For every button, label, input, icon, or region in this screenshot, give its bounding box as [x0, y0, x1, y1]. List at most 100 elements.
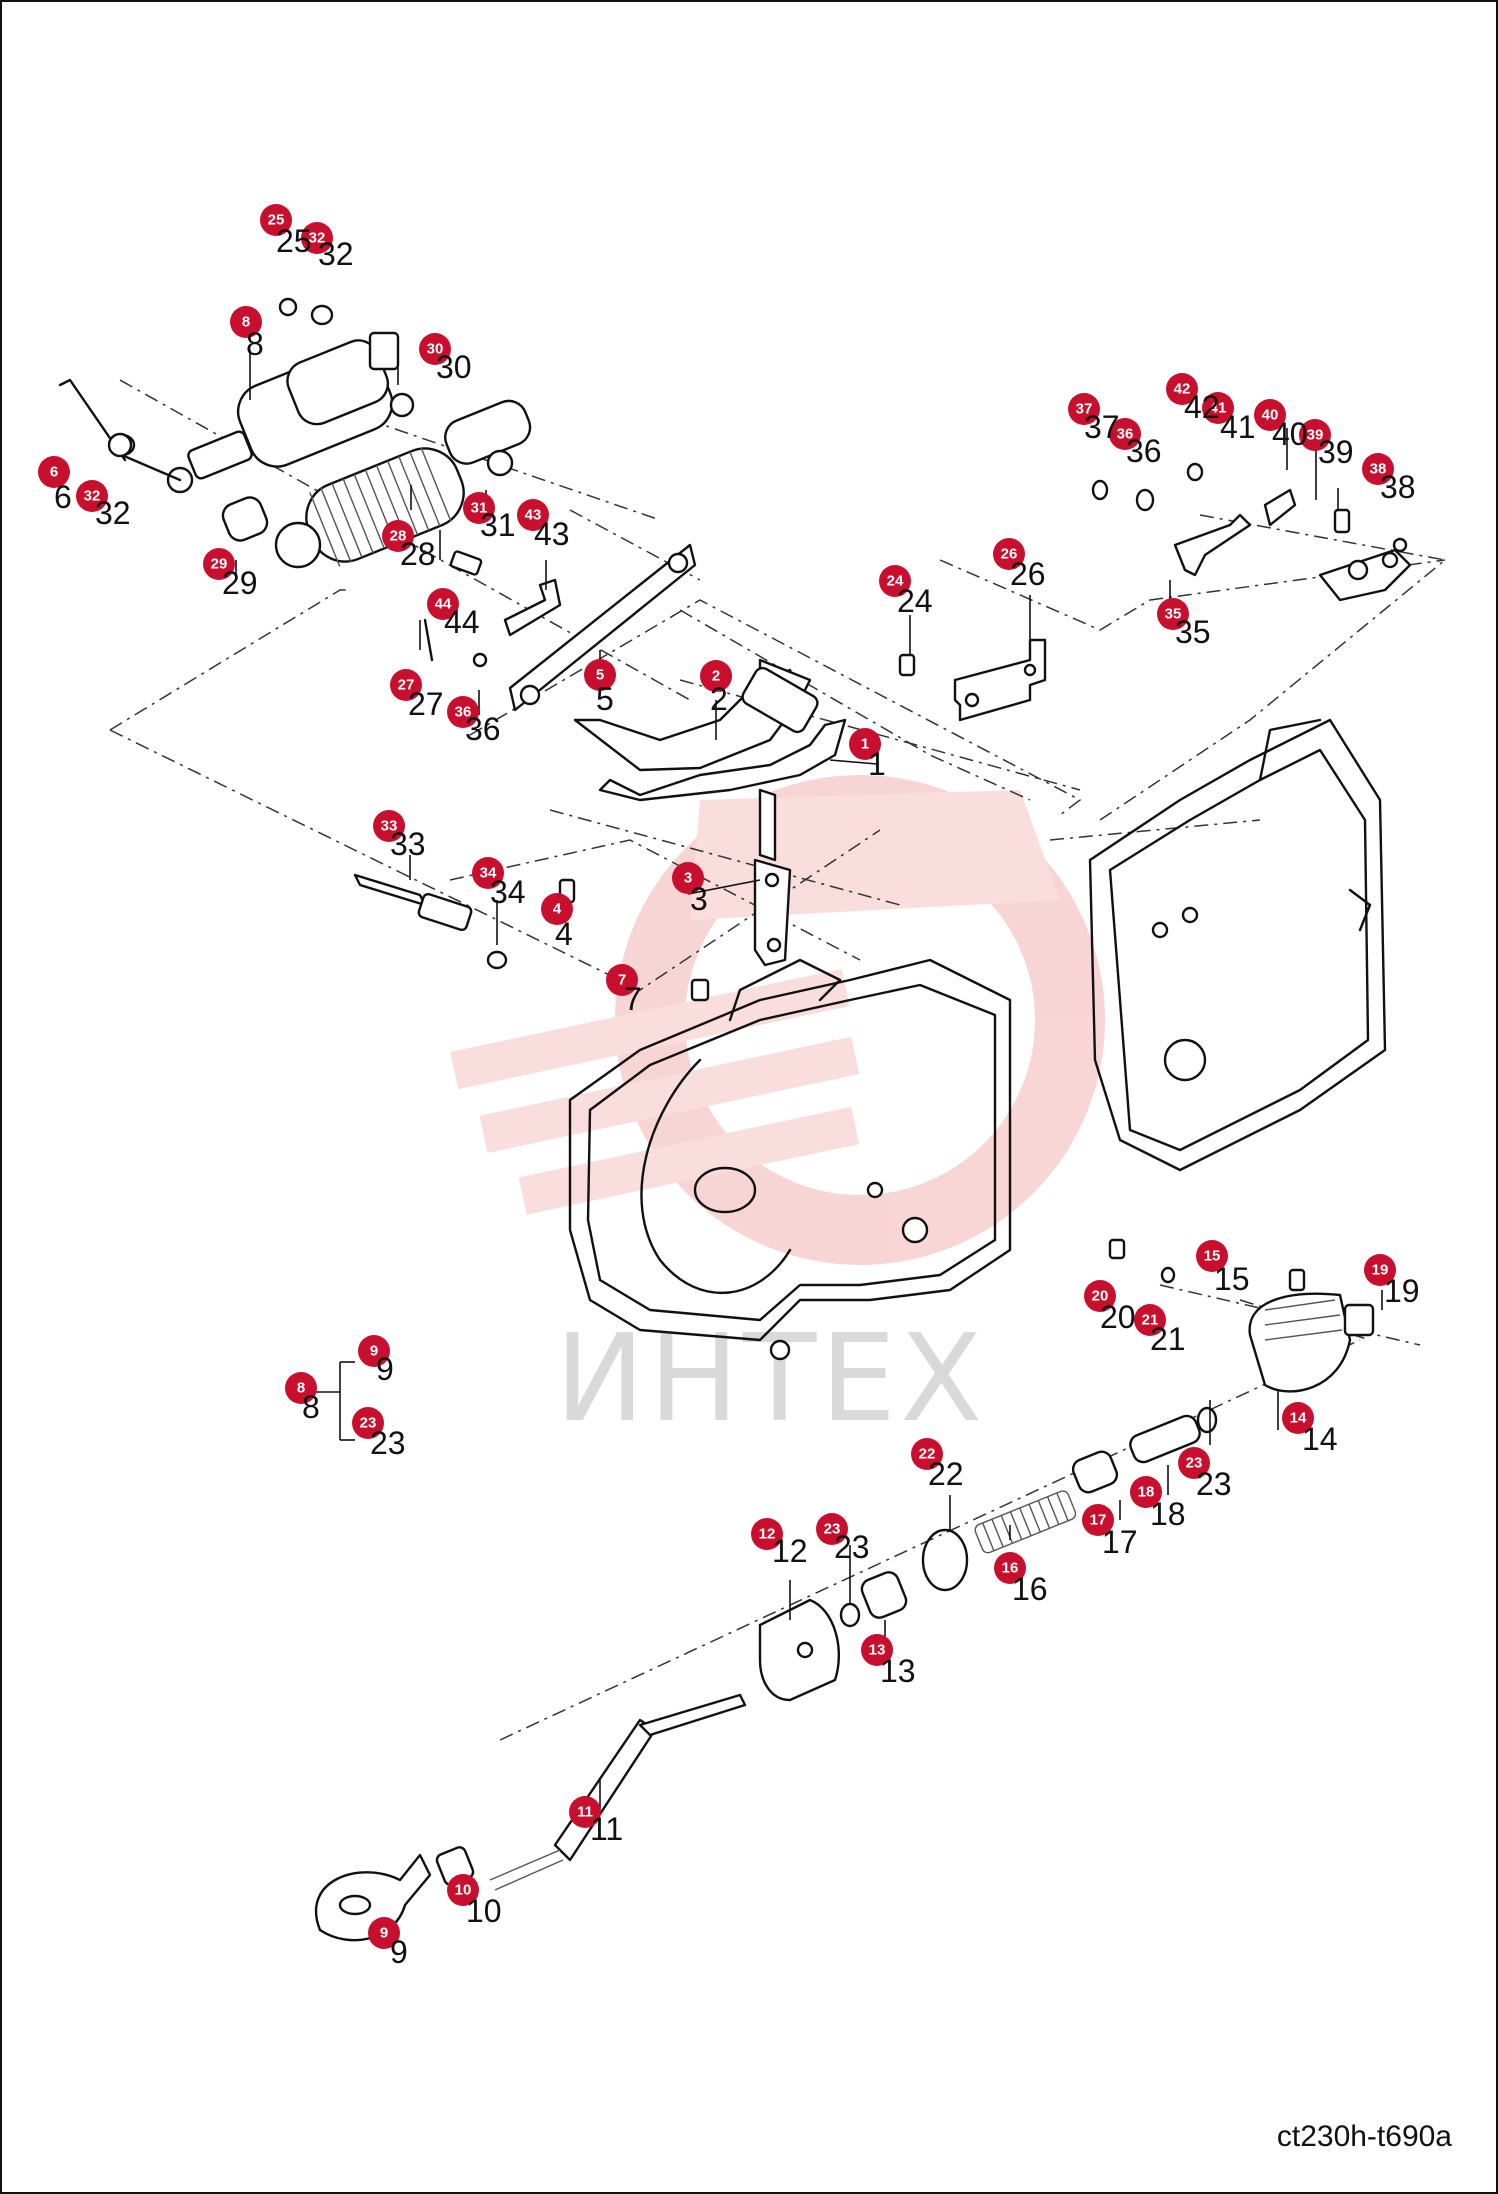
callout-31[interactable]: 31	[463, 492, 495, 524]
callout-8-top[interactable]: 8	[230, 306, 262, 338]
label-21: 21	[1150, 1321, 1186, 1357]
label-23-right: 23	[1196, 1466, 1232, 1502]
svg-text:9: 9	[380, 1925, 388, 1942]
label-13: 13	[880, 1653, 916, 1689]
release-assembly	[314, 1238, 1375, 1942]
callout-28[interactable]: 28	[382, 520, 414, 552]
label-29: 29	[222, 565, 258, 601]
svg-text:16: 16	[1002, 1560, 1019, 1577]
callout-22[interactable]: 22	[911, 1438, 943, 1470]
callout-39[interactable]: 39	[1299, 419, 1331, 451]
svg-text:1: 1	[861, 736, 869, 753]
svg-text:12: 12	[759, 1526, 776, 1543]
svg-text:35: 35	[1165, 606, 1182, 623]
svg-text:25: 25	[268, 212, 285, 229]
callout-32-left[interactable]: 32	[76, 480, 108, 512]
callout-17[interactable]: 17	[1082, 1504, 1114, 1536]
callout-43[interactable]: 43	[517, 499, 549, 531]
label-41: 41	[1220, 409, 1256, 445]
callout-24[interactable]: 24	[879, 565, 911, 597]
callout-40[interactable]: 40	[1254, 399, 1286, 431]
label-32-top: 32	[318, 236, 354, 272]
bracket-26	[898, 638, 1047, 722]
svg-text:4: 4	[553, 901, 562, 918]
label-23-mid: 23	[834, 1529, 870, 1565]
callout-35[interactable]: 35	[1157, 598, 1189, 630]
callout-25[interactable]: 25	[260, 204, 292, 236]
callout-21[interactable]: 21	[1134, 1304, 1166, 1336]
callout-26[interactable]: 26	[993, 538, 1025, 570]
callout-23-right[interactable]: 23	[1178, 1447, 1210, 1479]
svg-text:27: 27	[398, 677, 415, 694]
callout-16[interactable]: 16	[994, 1552, 1026, 1584]
svg-text:6: 6	[50, 464, 58, 481]
callout-41[interactable]: 41	[1202, 392, 1234, 424]
callout-4[interactable]: 4	[541, 893, 573, 925]
label-35: 35	[1175, 614, 1211, 650]
callout-7[interactable]: 7	[606, 964, 638, 996]
callout-32-top[interactable]: 32	[301, 222, 333, 254]
svg-text:28: 28	[390, 528, 407, 545]
callout-36-right[interactable]: 36	[1109, 418, 1141, 450]
bracket-35	[1091, 462, 1412, 602]
callout-11[interactable]: 11	[569, 1796, 601, 1828]
svg-text:10: 10	[455, 1882, 472, 1899]
svg-text:5: 5	[596, 667, 604, 684]
label-32-left: 32	[95, 495, 131, 531]
svg-text:32: 32	[84, 488, 101, 505]
label-37: 37	[1084, 409, 1120, 445]
callout-23-mid[interactable]: 23	[816, 1513, 848, 1545]
watermark-text: ИНТЕХ	[555, 1310, 986, 1449]
callouts: 1 2 3 4 5 6 7 8 8 9 9 10 11 12 13 14 15 …	[38, 204, 1396, 1949]
rod-33	[353, 873, 508, 970]
callout-38[interactable]: 38	[1362, 453, 1394, 485]
label-27: 27	[408, 686, 444, 722]
callout-6[interactable]: 6	[38, 456, 70, 488]
callout-18[interactable]: 18	[1130, 1476, 1162, 1508]
callout-44[interactable]: 44	[427, 588, 459, 620]
callout-23-group[interactable]: 23	[352, 1407, 384, 1439]
callout-29[interactable]: 29	[203, 548, 235, 580]
label-1: 1	[868, 746, 886, 782]
label-25: 25	[276, 223, 312, 259]
callout-34[interactable]: 34	[472, 857, 504, 889]
callout-9-group[interactable]: 9	[358, 1335, 390, 1367]
svg-text:36: 36	[455, 704, 472, 721]
label-9-group: 9	[376, 1351, 394, 1387]
callout-33[interactable]: 33	[373, 810, 405, 842]
svg-text:2: 2	[712, 668, 720, 685]
label-9: 9	[390, 1934, 408, 1970]
callout-8-group[interactable]: 8	[285, 1372, 317, 1404]
callout-3[interactable]: 3	[672, 862, 704, 894]
label-2: 2	[710, 681, 728, 717]
label-7: 7	[624, 981, 642, 1017]
label-36-right: 36	[1126, 433, 1162, 469]
transmission-housing-front	[568, 958, 1012, 1361]
callout-15[interactable]: 15	[1196, 1240, 1228, 1272]
callout-27[interactable]: 27	[390, 669, 422, 701]
label-40: 40	[1272, 416, 1308, 452]
label-14: 14	[1302, 1421, 1338, 1457]
callout-12[interactable]: 12	[751, 1518, 783, 1550]
svg-text:40: 40	[1262, 407, 1279, 424]
callout-37[interactable]: 37	[1068, 393, 1100, 425]
label-38: 38	[1380, 469, 1416, 505]
callout-42[interactable]: 42	[1166, 373, 1198, 405]
label-6: 6	[54, 479, 72, 515]
callout-9[interactable]: 9	[368, 1917, 400, 1949]
callout-5[interactable]: 5	[584, 659, 616, 691]
label-23-group: 23	[370, 1425, 406, 1461]
callout-2[interactable]: 2	[700, 660, 732, 692]
callout-30[interactable]: 30	[419, 333, 451, 365]
callout-1[interactable]: 1	[849, 728, 881, 760]
callout-10[interactable]: 10	[447, 1874, 479, 1906]
label-42: 42	[1184, 389, 1220, 425]
svg-text:15: 15	[1204, 1248, 1221, 1265]
callout-36-left[interactable]: 36	[447, 696, 479, 728]
label-44: 44	[444, 604, 480, 640]
callout-14[interactable]: 14	[1282, 1402, 1314, 1434]
svg-text:39: 39	[1307, 427, 1324, 444]
callout-13[interactable]: 13	[861, 1634, 893, 1666]
callout-20[interactable]: 20	[1084, 1280, 1116, 1312]
callout-19[interactable]: 19	[1364, 1254, 1396, 1286]
